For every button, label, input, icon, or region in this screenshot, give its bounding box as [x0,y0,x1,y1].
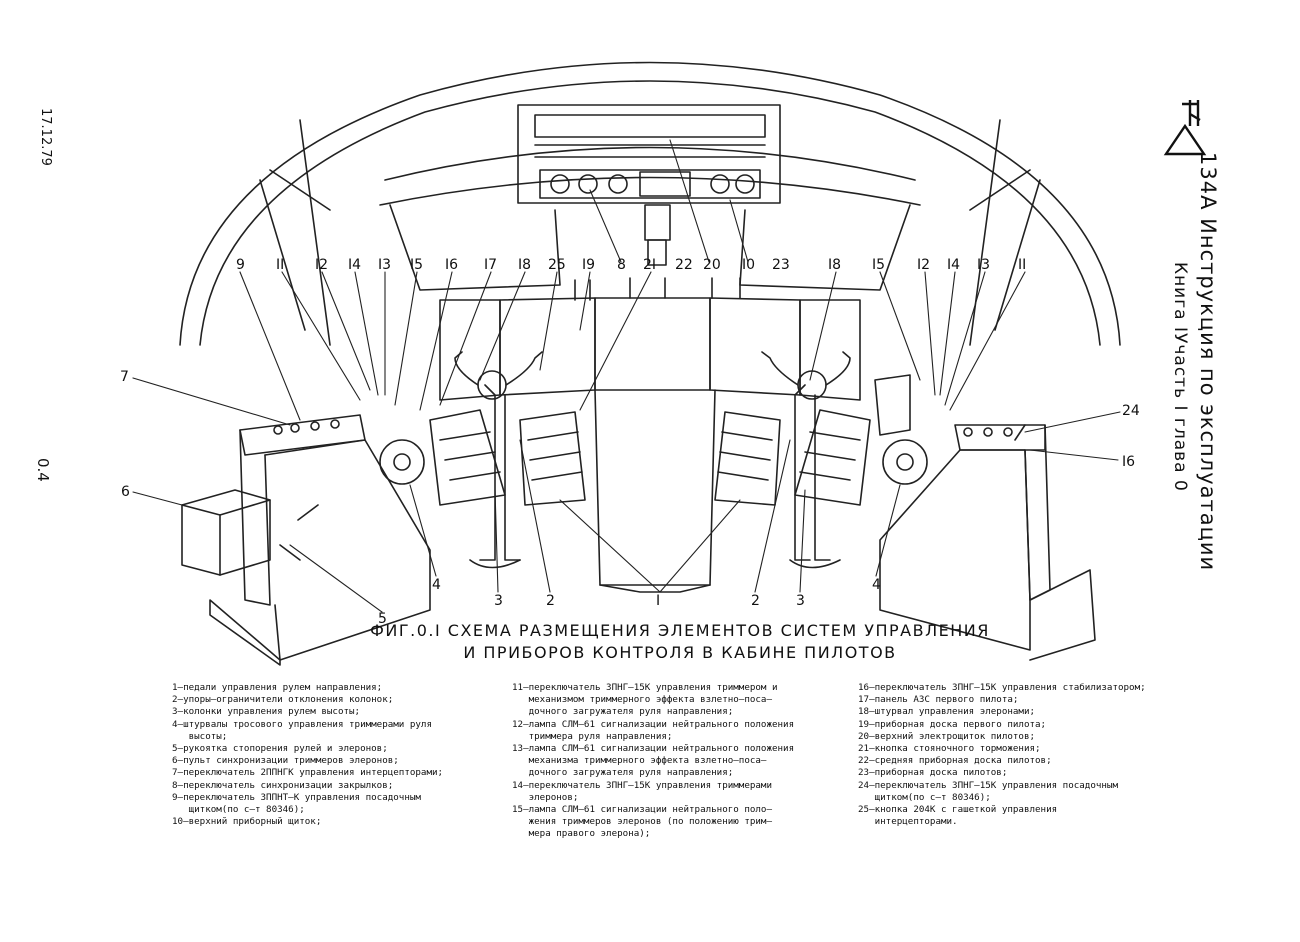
figure-caption-line: И ПРИБОРОВ КОНТРОЛЯ В КАБИНЕ ПИЛОТОВ [463,643,897,662]
legend-item: механизмом триммерного эффекта взлетно–п… [512,694,772,706]
legend-item: механизма триммерного эффекта взлетно–по… [512,755,767,767]
legend-column: 11–переключатель 3ПНГ–15К управления три… [512,682,852,841]
callout-number: I5 [410,257,424,273]
figure-caption: ФИГ.0.I СХЕМА РАЗМЕЩЕНИЯ ЭЛЕМЕНТОВ СИСТЕ… [360,620,1000,664]
callout-number: I7 [484,257,498,273]
callout-number: 3 [796,593,805,609]
callout-number: 2 [751,593,760,609]
left-side-console [181,414,431,666]
legend-item: 5–рукоятка стопорения рулей и элеронов; [172,743,388,755]
legend-item: 1–педали управления рулем направления; [172,682,383,693]
tu-brand-logo [1163,100,1207,156]
legend-item: 12–лампа СЛМ–61 сигнализации нейтральног… [512,718,795,730]
legend-item: 2–упоры–ограничители отклонения колонок; [172,694,394,706]
legend-item: 3–колонки управления рулем высоты; [172,706,361,718]
callout-number: I9 [582,257,596,273]
margin-date: 17.12.79 [38,108,53,166]
legend-item: щитком(по с–т 80346); [172,804,305,816]
legend-item: 24–переключатель 3ПНГ–15К управления пос… [858,779,1118,791]
figure-caption-line: ФИГ.0.I СХЕМА РАЗМЕЩЕНИЯ ЭЛЕМЕНТОВ СИСТЕ… [370,621,990,640]
callout-number: I2 [315,257,329,273]
callout-number: I4 [348,257,362,273]
book-chapter-line: Книга IУчасть I глава 0 [1170,262,1190,492]
legend-item: дочного загружателя руля направления; [512,767,734,779]
legend-item: высоты; [172,730,228,742]
legend-item: 22–средняя приборная доска пилотов; [858,755,1052,767]
callout-number: I8 [518,257,532,273]
callout-number: 5 [378,611,387,627]
legend-item: 9–переключатель 3ППНТ–К управления посад… [172,791,421,803]
legend-item: 20–верхний электрощиток пилотов; [858,730,1036,742]
callout-number: 2I [643,257,657,273]
legend-item: 10–верхний приборный щиток; [172,816,322,828]
callout-number: II [1018,257,1027,273]
margin-page-number: 0.4 [34,458,52,482]
legend-item: щитком(по с–т 80346); [858,791,991,803]
callout-number: I0 [742,257,756,273]
legend-item: 21–кнопка стояночного торможения; [858,743,1041,755]
legend-item: 7–переключатель 2ППНГК управления интерц… [172,767,444,779]
legend-column: 1–педали управления рулем направления; 2… [172,682,502,828]
callout-number: 2 [546,593,555,609]
callout-number: I6 [1122,454,1136,470]
legend-item: 23–приборная доска пилотов; [858,767,1008,779]
legend-item: триммера руля направления; [512,730,673,742]
center-pedestal [594,389,716,593]
callout-number: 3 [494,593,503,609]
legend-item: 6–пульт синхронизации триммеров элеронов… [172,755,399,767]
legend-item: 25–кнопка 204К с гашеткой управления [858,804,1058,816]
callout-number: II [276,257,285,273]
document-title: 134A Инструкция по эксплуатации [1196,152,1220,572]
legend-item: интерцепторами. [858,816,958,828]
callout-number: 24 [1122,403,1140,419]
callout-number: I2 [917,257,931,273]
leader-lines [132,139,1121,613]
right-side-console [874,374,1096,661]
callout-number: I3 [378,257,392,273]
legend-item: 14–переключатель 3ПНГ–15К управления три… [512,779,772,791]
callout-number: 20 [703,257,721,273]
legend-item: 18–штурвал управления элеронами; [858,706,1036,718]
callout-number: 25 [548,257,566,273]
legend-item: 16–переключатель 3ПНГ–15К управления ста… [858,682,1146,693]
control-columns [454,351,851,569]
legend-item: 11–переключатель 3ПНГ–15К управления три… [512,682,778,693]
rudder-pedals [429,409,871,506]
callout-number: 8 [617,257,626,273]
legend-item: 4–штурвалы тросового управления триммера… [172,718,432,730]
legend-item: 15–лампа СЛМ–61 сигнализации нейтральног… [512,804,772,816]
callout-number: 22 [675,257,693,273]
callout-number: I5 [872,257,886,273]
callout-number: 23 [772,257,790,273]
legend-item: 13–лампа СЛМ–61 сигнализации нейтральног… [512,743,795,755]
instrument-panels [439,277,861,401]
legend-item: 8–переключатель синхронизации закрылков; [172,779,394,791]
legend-item: мера правого элерона); [512,828,651,840]
legend-item: элеронов; [512,791,579,803]
callout-number: 4 [872,577,881,593]
callout-number: I4 [947,257,961,273]
legend-column: 16–переключатель 3ПНГ–15К управления ста… [858,682,1188,828]
legend-item: 19–приборная доска первого пилота; [858,718,1047,730]
callout-number: 4 [432,577,441,593]
overhead-panels [517,104,781,266]
callout-number: 9 [236,257,245,273]
callout-number: I8 [828,257,842,273]
legend-item: жения триммеров элеронов (по положению т… [512,816,772,828]
callout-number: 6 [121,484,130,500]
callout-number: I [656,593,661,609]
legend-item: дочного загружателя руля направления; [512,706,734,718]
canopy-frame [179,61,1121,346]
legend-item: 17–панель АЗС первого пилота; [858,694,1019,706]
callout-number: 7 [120,369,129,385]
callout-number: I6 [445,257,459,273]
callout-number: I3 [977,257,991,273]
